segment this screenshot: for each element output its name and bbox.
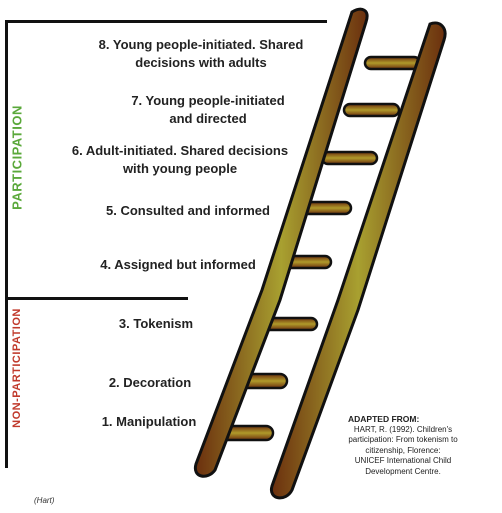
rung-5-line1: 5. Consulted and informed — [106, 203, 270, 218]
rung-label-3: 3. Tokenism — [96, 315, 216, 333]
source-line-5: Development Centre. — [365, 466, 441, 476]
source-citation: ADAPTED FROM: HART, R. (1992). Children'… — [340, 414, 466, 477]
rung-label-1: 1. Manipulation — [84, 413, 214, 431]
rung-7-line2: and directed — [169, 111, 247, 126]
figure-caption: (Hart) — [34, 496, 55, 505]
rung-8-line2: decisions with adults — [135, 55, 267, 70]
ladder-left-rail — [193, 7, 369, 478]
source-line-2: participation: From tokenism to — [348, 435, 458, 444]
rung-label-2: 2. Decoration — [90, 374, 210, 392]
rung-label-8: 8. Young people-initiated. Shared decisi… — [96, 36, 306, 72]
rung-label-4: 4. Assigned but informed — [78, 256, 278, 274]
rung-label-7: 7. Young people-initiated and directed — [108, 92, 308, 128]
rung-6 — [320, 150, 379, 166]
source-heading: ADAPTED FROM: — [348, 414, 420, 424]
rung-8-line1: 8. Young people-initiated. Shared — [98, 37, 304, 52]
rung-2-line1: 2. Decoration — [108, 375, 192, 390]
source-line-1: HART, R. (1992). Children's — [353, 424, 453, 434]
frame-vertical-line — [5, 20, 8, 468]
rung-1-line1: 1. Manipulation — [101, 414, 197, 429]
frame-divider-line — [5, 297, 188, 300]
rung-6-line2: with young people — [122, 161, 238, 176]
rung-4-line1: 4. Assigned but informed — [100, 257, 256, 272]
rung-7 — [342, 102, 401, 118]
rung-3-line1: 3. Tokenism — [118, 316, 194, 331]
ladder-right-rail — [269, 21, 447, 500]
rung-label-6: 6. Adult-initiated. Shared decisions wit… — [62, 142, 298, 178]
rung-8 — [363, 55, 422, 71]
rung-label-5: 5. Consulted and informed — [88, 202, 288, 220]
source-line-4: UNICEF International Child — [354, 456, 452, 465]
source-line-3: citizenship, Florence: — [365, 445, 441, 455]
rung-6-line1: 6. Adult-initiated. Shared decisions — [71, 143, 289, 158]
rung-7-line1: 7. Young people-initiated — [131, 93, 285, 108]
frame-top-line — [5, 20, 327, 23]
